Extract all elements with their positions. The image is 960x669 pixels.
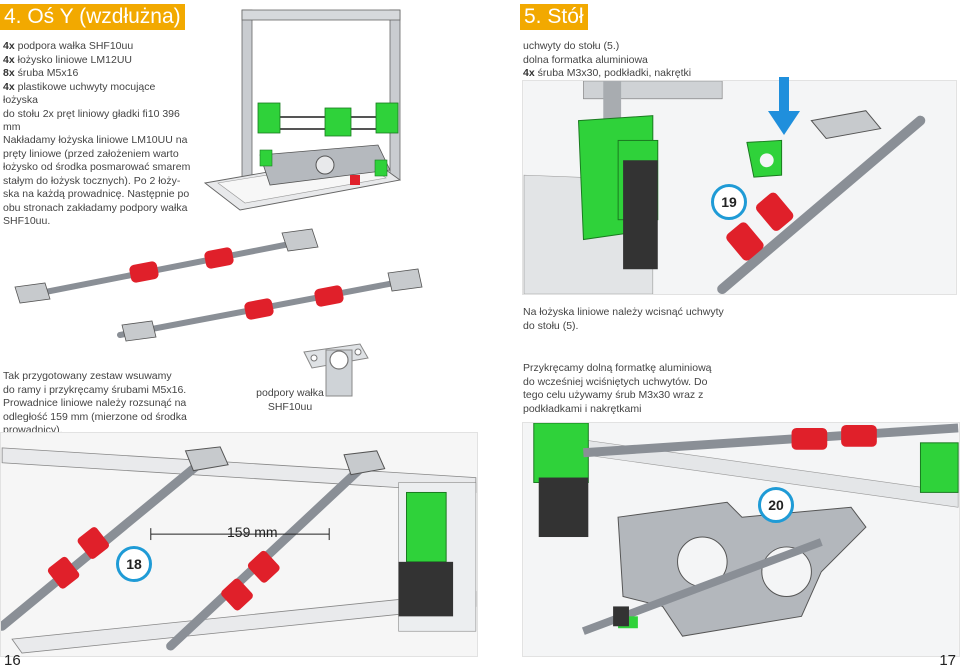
support-caption: podpory wałka SHF10uu <box>245 387 335 414</box>
table-parts-list: uchwyty do stołu (5.) dolna formatka alu… <box>523 40 783 81</box>
parts-tail-line: do stołu 2x pręt liniowy gładki fi10 396 <box>3 107 180 120</box>
bearing-instructions: Nakładamy łożyska liniowe LM10UU na pręt… <box>3 134 198 229</box>
instruction-line: do wcześniej wciśniętych uchwytów. Do <box>523 375 708 388</box>
note-line: Na łożyska liniowe należy wcisnąć uchwyt… <box>523 306 724 318</box>
parts-item: 4x łożysko liniowe LM12UU <box>3 53 132 66</box>
step-badge-20: 20 <box>758 487 794 523</box>
parts-item: 4x śruba M3x30, podkładki, nakrętki <box>523 67 692 79</box>
instruction-line: do ramy i przykręcamy śrubami M5x16. <box>3 383 187 396</box>
instruction-line: Przykręcamy dolną formatkę aluminiową <box>523 362 712 374</box>
dimension-label: 159 mm <box>227 524 278 540</box>
instruction-line: odległość 159 mm (mierzone od środka <box>3 410 187 423</box>
y-axis-parts-list: 4x podpora wałka SHF10uu 4x łożysko lini… <box>3 40 193 135</box>
instruction-line: łożysko od środka posmarować smarem <box>3 161 191 173</box>
section-title-y-axis: 4. Oś Y (wzdłużna) <box>0 4 185 30</box>
assembly-instructions: Tak przygotowany zestaw wsuwamy do ramy … <box>3 370 208 438</box>
plate-screw-instructions: Przykręcamy dolną formatkę aluminiową do… <box>523 362 753 416</box>
aluminum-plate-illustration <box>522 422 960 657</box>
parts-item: dolna formatka aluminiowa <box>523 53 648 66</box>
instruction-line: stałym do łożysk tocznych). Po 2 łoży- <box>3 174 181 187</box>
linear-rods-illustration <box>10 225 430 345</box>
instruction-line: pręty liniowe (przed założeniem warto <box>3 147 179 160</box>
instruction-line: SHF10uu. <box>3 215 51 227</box>
step-badge-18: 18 <box>116 546 152 582</box>
parts-item: uchwyty do stołu (5.) <box>523 40 620 52</box>
instruction-line: obu stronach zakładamy podpory wałka <box>3 201 188 214</box>
parts-tail-line: mm <box>3 121 21 133</box>
instruction-line: ska na każdą prowadnicę. Następnie po <box>3 188 190 200</box>
instruction-line: Prowadnice liniowe należy rozsunąć na <box>3 397 187 409</box>
parts-item: 8x śruba M5x16 <box>3 67 79 79</box>
instruction-line: podkładkami i nakrętkami <box>523 402 642 415</box>
parts-item: 4x podpora wałka SHF10uu <box>3 40 134 52</box>
caption-line: SHF10uu <box>267 400 313 413</box>
page-number-right: 17 <box>939 652 956 669</box>
note-line: do stołu (5). <box>523 319 579 332</box>
instruction-line: tego celu używamy śrub M3x30 wraz z <box>523 389 704 401</box>
frame-rods-assembly-illustration <box>0 432 478 657</box>
insert-arrow-icon <box>768 77 800 135</box>
bearing-holder-note: Na łożyska liniowe należy wcisnąć uchwyt… <box>523 306 783 333</box>
section-title-table: 5. Stół <box>520 4 588 30</box>
page-number-left: 16 <box>4 652 21 669</box>
shaft-support-photo <box>300 330 372 410</box>
caption-line: podpory wałka <box>256 387 324 399</box>
step-badge-19: 19 <box>711 184 747 220</box>
bearing-holder-illustration <box>522 80 957 295</box>
printer-frame-illustration <box>200 5 408 215</box>
instruction-line: Tak przygotowany zestaw wsuwamy <box>3 370 172 382</box>
instruction-line: Nakładamy łożyska liniowe LM10UU na <box>3 134 188 146</box>
parts-item: 4x plastikowe uchwyty mocujące łożyska <box>3 80 156 107</box>
